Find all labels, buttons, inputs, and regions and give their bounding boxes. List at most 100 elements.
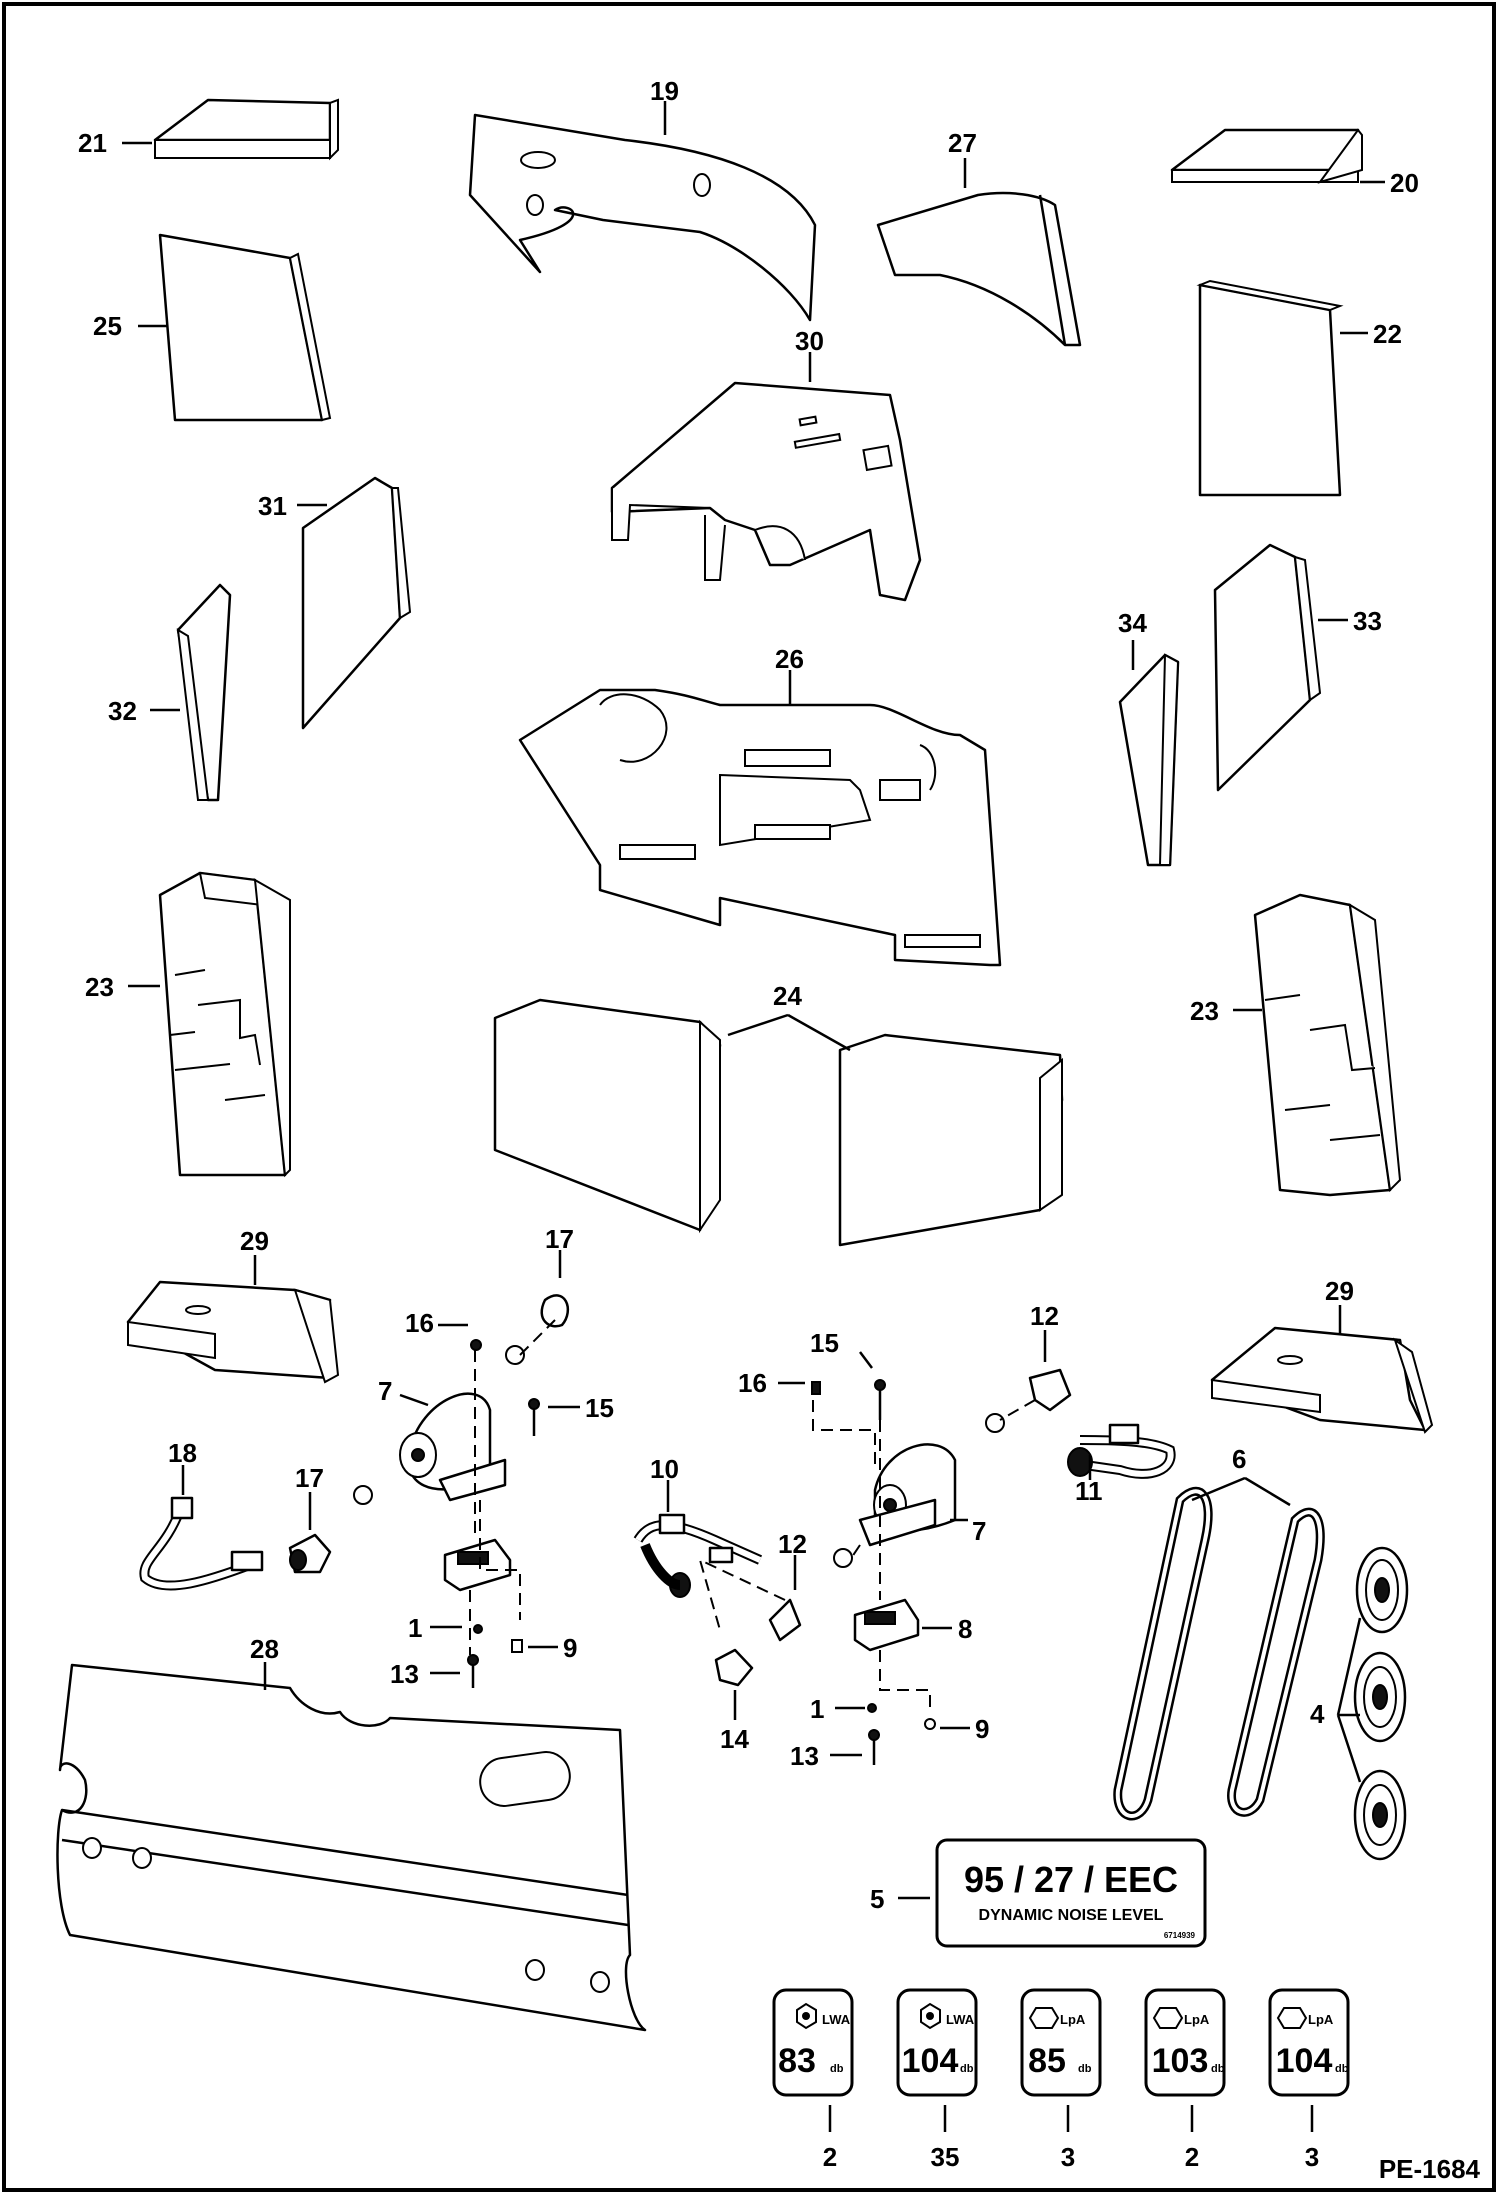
pulley-4-middle[interactable] [1353,1651,1407,1743]
hose-11[interactable] [1067,1423,1176,1479]
callout-13-right: 13 [790,1741,819,1771]
noise-decal-1[interactable]: LWA 83 db [772,1988,854,2097]
part-34-strip[interactable] [1118,653,1180,867]
leader-4c [1336,1714,1362,1783]
callout-29-right: 29 [1325,1276,1354,1306]
part-27-panel[interactable] [876,191,1082,347]
callout-noise-5-qty: 3 [1305,2142,1319,2172]
noise-decal-4-symbol: LpA [1184,2012,1210,2027]
callout-7-right: 7 [972,1516,986,1546]
noise-decal-3[interactable]: LpA 85 db [1020,1988,1102,2097]
part-22-pad[interactable] [1196,279,1344,497]
callout-15-right: 15 [810,1328,839,1358]
fitting-17-lower[interactable] [288,1533,332,1574]
noise-decal-3-symbol: LpA [1060,2012,1086,2027]
callout-17-upper: 17 [545,1224,574,1254]
noise-decal-2-value: 104 [902,2042,959,2080]
noise-decal-4[interactable]: LpA 103 db [1144,1988,1226,2097]
callout-5: 5 [870,1884,884,1914]
part-29-left-bracket[interactable] [126,1280,340,1384]
callout-26: 26 [775,644,804,674]
noise-decal-5-unit: db [1335,2063,1349,2075]
noise-decal-2-symbol: LWA [946,2012,975,2027]
part-33-pad[interactable] [1213,543,1322,792]
part-28-rear-panel[interactable] [56,1663,647,2032]
part-20-pad[interactable] [1170,128,1363,184]
callout-23-left: 23 [85,972,114,1002]
noise-decal-1-unit: db [830,2063,844,2075]
callout-17-lower: 17 [295,1463,324,1493]
callout-14: 14 [720,1724,749,1754]
belt-6-left[interactable] [1113,1486,1213,1821]
dash-left [469,1319,556,1655]
callout-21: 21 [78,128,107,158]
callout-13-left: 13 [390,1659,419,1689]
callout-33: 33 [1353,606,1382,636]
pulley-4-bottom[interactable] [1353,1769,1407,1861]
noise-decal-1-value: 83 [778,2042,816,2080]
callout-28: 28 [250,1634,279,1664]
noise-decal-2[interactable]: LWA 104 db [896,1988,978,2097]
part-24-block-right[interactable] [838,1033,1064,1247]
callout-16-right: 16 [738,1368,767,1398]
hose-18[interactable] [139,1496,264,1591]
callout-15-left: 15 [585,1393,614,1423]
callout-32: 32 [108,696,137,726]
filter-assembly-right[interactable] [768,1368,1072,1652]
leader-15-right [859,1351,873,1369]
eec-decal-subtitle: DYNAMIC NOISE LEVEL [979,1907,1164,1924]
part-19-panel[interactable] [468,113,817,322]
part-30-cover[interactable] [610,381,922,602]
noise-decal-3-value: 85 [1028,2042,1066,2080]
callout-7-left: 7 [378,1376,392,1406]
callout-34: 34 [1118,608,1147,638]
part-25-pad[interactable] [158,233,332,422]
noise-decal-5[interactable]: LpA 104 db [1268,1988,1350,2097]
noise-decal-2-unit: db [960,2063,974,2075]
callout-23-right: 23 [1190,996,1219,1026]
callout-1-right: 1 [810,1694,824,1724]
noise-decal-5-value: 104 [1276,2042,1333,2080]
callout-9-right: 9 [975,1714,989,1744]
part-26-bulkhead[interactable] [518,688,1002,967]
callout-6: 6 [1232,1444,1246,1474]
part-31-pad[interactable] [301,476,412,730]
drawing-number: PE-1684 [1379,2154,1481,2184]
leader-4a [1336,1617,1362,1716]
part-23-right-block[interactable] [1253,893,1402,1197]
noise-decal-4-value: 103 [1152,2042,1209,2080]
dash-right [698,1399,1036,1710]
belt-6-right[interactable] [1227,1507,1325,1817]
eec-decal-code: 6714939 [1164,1931,1196,1940]
part-29-right-bracket[interactable] [1210,1326,1434,1434]
callout-16-left: 16 [405,1308,434,1338]
part-32-strip[interactable] [176,583,232,802]
pulley-4-top[interactable] [1355,1546,1409,1634]
eec-decal-5[interactable]: 95 / 27 / EEC DYNAMIC NOISE LEVEL 671493… [935,1838,1207,1948]
noise-decal-5-symbol: LpA [1308,2012,1334,2027]
callout-noise-3-qty: 3 [1061,2142,1075,2172]
hose-10[interactable] [633,1513,763,1598]
part-21-pad[interactable] [153,98,339,161]
noise-decal-3-unit: db [1078,2063,1092,2075]
callout-27: 27 [948,128,977,158]
noise-decal-4-unit: db [1211,2063,1225,2075]
part-23-left-block[interactable] [158,871,291,1178]
noise-decal-1-symbol: LWA [822,2012,851,2027]
callout-11: 11 [1075,1476,1103,1506]
callout-24: 24 [773,981,802,1011]
leader-6b [1244,1476,1291,1507]
fitting-14[interactable] [714,1648,754,1687]
callout-22: 22 [1373,319,1402,349]
callout-31: 31 [258,491,287,521]
callout-19: 19 [650,76,679,106]
filter-assembly-left[interactable] [353,1294,570,1592]
part-24-block-left[interactable] [493,998,722,1234]
callout-8: 8 [958,1614,972,1644]
callout-noise-4-qty: 2 [1185,2142,1199,2172]
callout-9-left: 9 [563,1633,577,1663]
callout-noise-1-qty: 2 [823,2142,837,2172]
callout-10: 10 [650,1454,679,1484]
